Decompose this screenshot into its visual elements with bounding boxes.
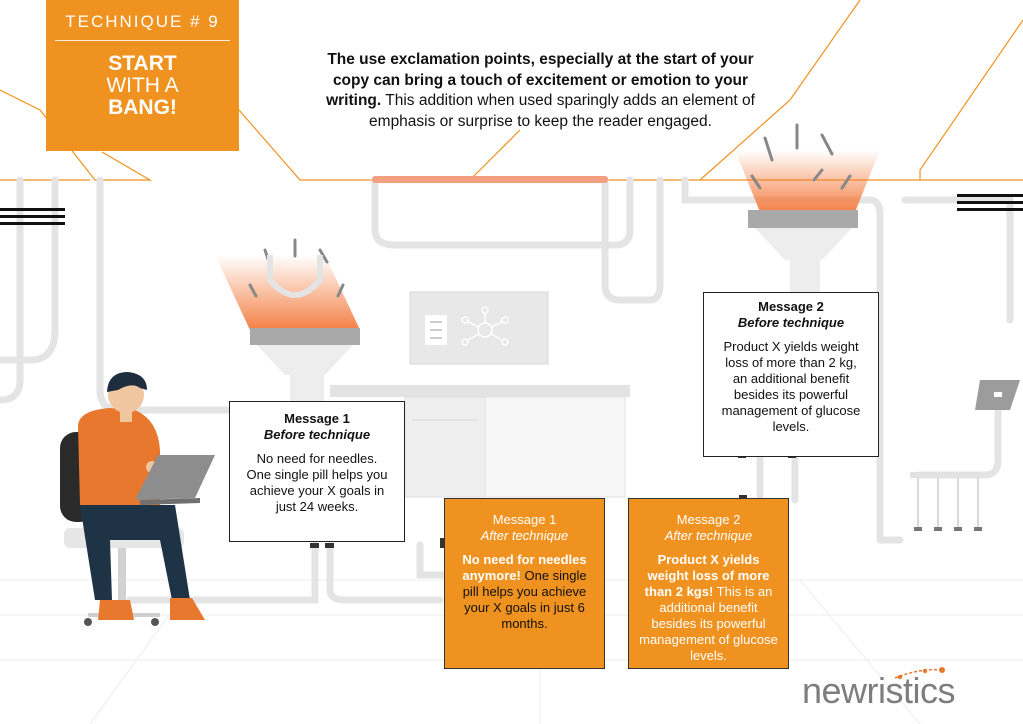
vent-right [957,194,1023,211]
card-body-bold: No need for needles anymore! [462,552,587,583]
person-with-laptop-icon [60,372,215,626]
card-title: Message 1 [284,411,350,426]
card-title: Message 1 [492,512,557,527]
badge-line-bang: BANG! [108,96,177,119]
card-body-rest: One single pill helps you achieve your X… [462,568,587,631]
card-body-bold: Product X yields weight loss of more tha… [644,552,770,599]
intro-rest: This addition when used sparingly adds a… [369,92,755,130]
card-subtitle: After technique [480,528,569,543]
card-body: Product X yields weight loss of more tha… [721,339,861,434]
newristics-logo: newristics [802,670,956,711]
technique-number: TECHNIQUE # 9 [65,12,220,31]
badge-divider [55,40,230,41]
hub-icon [461,306,509,346]
message2-after-card: Message 2 After technique Product X yiel… [628,498,789,669]
message2-before-card: Message 2 Before technique Product X yie… [703,292,879,457]
technique-badge: TECHNIQUE # 9 START WITH A BANG! [46,0,239,151]
pipe-highlight [372,176,608,183]
card-body-rest: This is an additional benefit besides it… [639,584,778,663]
exclamation-icon [750,123,852,190]
badge-line-start: START [108,52,177,75]
message1-after-card: Message 1 After technique No need for ne… [444,498,605,669]
monitor-icon [409,291,549,365]
rack [910,472,980,528]
logo-swoosh [894,668,943,679]
badge-line-with-a: WITH A [106,74,179,97]
card-subtitle: Before technique [263,427,371,442]
card-body: No need for needles. One single pill hel… [246,451,388,514]
card-title: Message 2 [676,512,741,527]
intro-paragraph: The use exclamation points, especially a… [308,50,773,132]
funnel-icon [748,210,858,295]
card-subtitle: After technique [664,528,753,543]
vent-left [0,208,65,225]
pipe-loop-left [267,255,323,298]
card-subtitle: Before technique [737,315,845,330]
card-body: No need for needles anymore! One single … [445,552,604,632]
message1-before-card: Message 1 Before technique No need for n… [229,401,405,542]
intro-bold: The use exclamation points, especially a… [326,51,754,109]
card-body: Product X yields weight loss of more tha… [629,552,788,664]
funnel-icon [250,328,360,405]
glow-right [735,150,880,212]
tablet-on-arm [975,380,1020,410]
desk [330,385,630,498]
card-title: Message 2 [758,299,824,314]
